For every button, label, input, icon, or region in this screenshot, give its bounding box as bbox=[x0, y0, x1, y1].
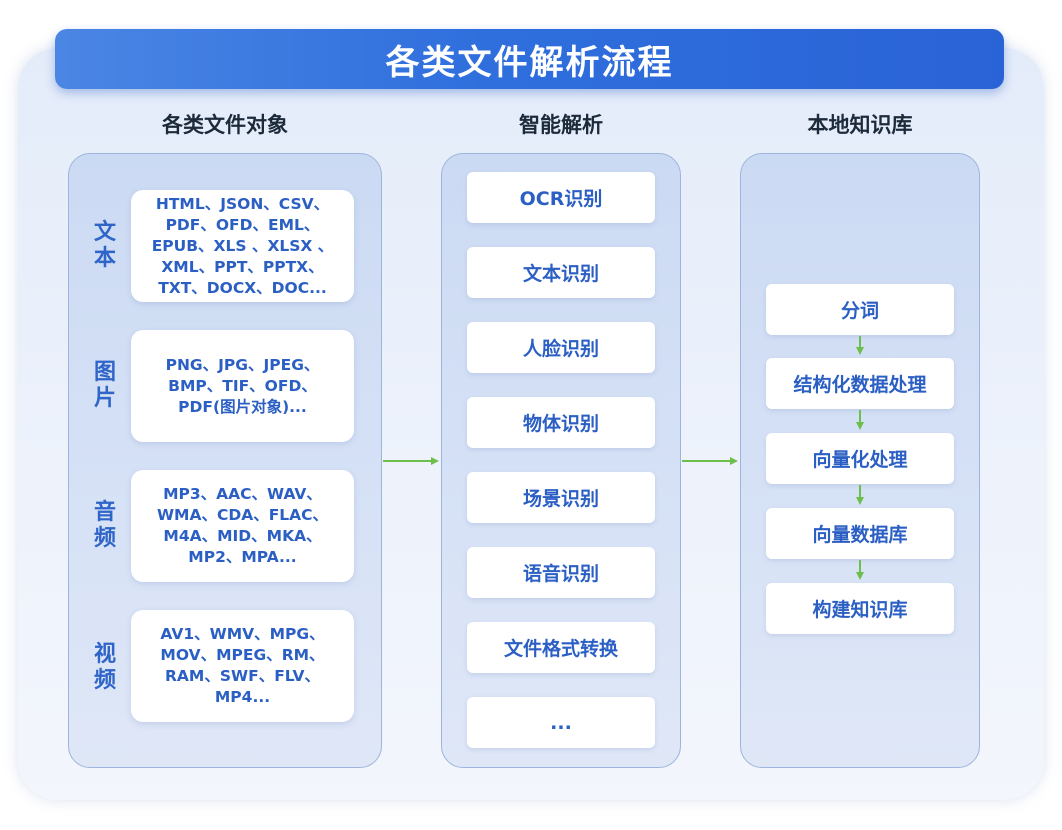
parsing-step-object-recognition: 物体识别 bbox=[467, 397, 655, 448]
title-bar: 各类文件解析流程 bbox=[55, 29, 1004, 89]
file-card-audio: MP3、AAC、WAV、 WMA、CDA、FLAC、 M4A、MID、MKA、 … bbox=[131, 470, 354, 582]
file-formats-text: HTML、JSON、CSV、 PDF、OFD、EML、 EPUB、XLS 、XL… bbox=[151, 194, 334, 297]
file-card-image: PNG、JPG、JPEG、 BMP、TIF、OFD、 PDF(图片对象)... bbox=[131, 330, 354, 442]
right-column-header: 本地知识库 bbox=[807, 113, 913, 137]
parsing-step-text-recognition: 文本识别 bbox=[467, 247, 655, 298]
parsing-step-more: ... bbox=[467, 697, 655, 748]
left-column-header: 各类文件对象 bbox=[162, 113, 288, 137]
category-label-audio: 音 频 bbox=[93, 500, 116, 551]
kb-step-vectorization: 向量化处理 bbox=[766, 433, 954, 484]
category-label-image: 图 片 bbox=[93, 360, 116, 411]
category-label-video: 视 频 bbox=[93, 642, 116, 693]
diagram-title: 各类文件解析流程 bbox=[385, 42, 674, 83]
mid-column-header: 智能解析 bbox=[519, 113, 603, 137]
file-formats-image: PNG、JPG、JPEG、 BMP、TIF、OFD、 PDF(图片对象)... bbox=[165, 355, 320, 416]
parsing-step-face-recognition: 人脸识别 bbox=[467, 322, 655, 373]
parsing-step-format-conversion: 文件格式转换 bbox=[467, 622, 655, 673]
parsing-column bbox=[441, 153, 681, 768]
file-card-video: AV1、WMV、MPG、 MOV、MPEG、RM、 RAM、SWF、FLV、 M… bbox=[131, 610, 354, 722]
file-formats-audio: MP3、AAC、WAV、 WMA、CDA、FLAC、 M4A、MID、MKA、 … bbox=[156, 485, 329, 566]
parsing-step-ocr: OCR识别 bbox=[467, 172, 655, 223]
kb-step-structured-processing: 结构化数据处理 bbox=[766, 358, 954, 409]
file-card-text: HTML、JSON、CSV、 PDF、OFD、EML、 EPUB、XLS 、XL… bbox=[131, 190, 354, 302]
parsing-step-scene-recognition: 场景识别 bbox=[467, 472, 655, 523]
kb-step-tokenization: 分词 bbox=[766, 284, 954, 335]
kb-step-vector-database: 向量数据库 bbox=[766, 508, 954, 559]
category-label-text: 文 本 bbox=[93, 220, 116, 271]
kb-step-build-knowledge-base: 构建知识库 bbox=[766, 583, 954, 634]
parsing-step-speech-recognition: 语音识别 bbox=[467, 547, 655, 598]
file-formats-video: AV1、WMV、MPG、 MOV、MPEG、RM、 RAM、SWF、FLV、 M… bbox=[160, 625, 325, 706]
